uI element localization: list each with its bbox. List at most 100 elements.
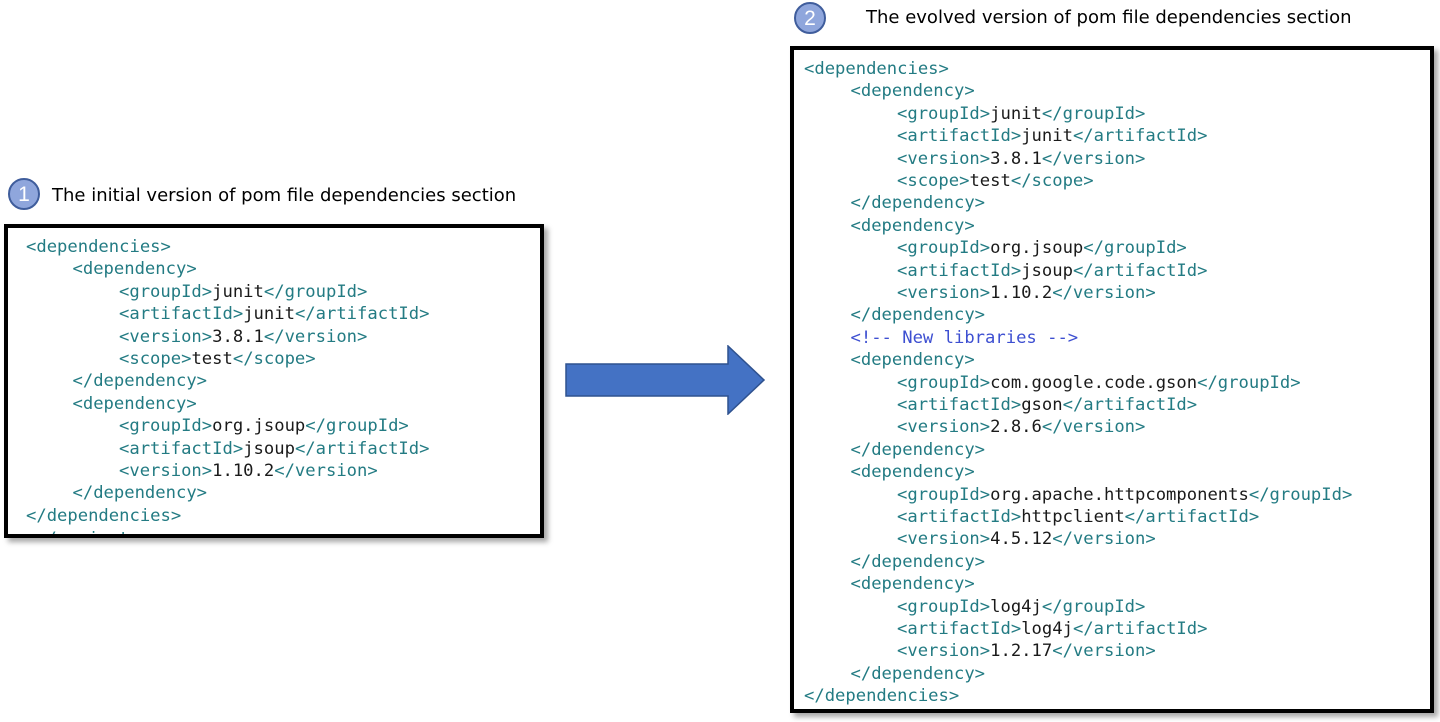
xml-tag: </dependency>	[850, 439, 986, 460]
xml-tag: </dependency>	[72, 371, 208, 392]
xml-tag: <dependency>	[72, 259, 197, 280]
code-line: <dependency>	[73, 393, 197, 415]
xml-tag: </dependency>	[850, 305, 986, 326]
code-line: <groupId>org.jsoup</groupId>	[897, 237, 1187, 259]
code-line: <groupId>org.apache.httpcomponents</grou…	[897, 484, 1352, 506]
code-line: <groupId>log4j</groupId>	[897, 596, 1145, 618]
code-line: <version>4.5.12</version>	[897, 528, 1156, 550]
xml-tag: </dependency>	[850, 663, 986, 684]
initial-pom-code-box: </project> <dependencies><dependency><gr…	[4, 224, 544, 538]
xml-tag: <artifactId>	[897, 619, 1022, 639]
xml-tag: <dependency>	[850, 81, 975, 102]
cut-off-line: </project>	[36, 528, 139, 534]
code-line: <dependency>	[851, 573, 975, 595]
code-line: <dependencies>	[26, 236, 171, 258]
xml-tag: </version>	[1052, 529, 1156, 550]
xml-tag: <groupId>	[897, 238, 991, 259]
xml-tag: </dependency>	[850, 551, 986, 572]
xml-tag: <artifactId>	[119, 304, 244, 325]
xml-tag: <groupId>	[119, 416, 213, 437]
xml-tag: </scope>	[232, 349, 316, 369]
xml-value: junit	[243, 304, 295, 325]
xml-value: 1.10.2	[990, 283, 1053, 303]
code-line: <version>1.2.17</version>	[897, 640, 1156, 662]
code-line: <artifactId>httpclient</artifactId>	[897, 506, 1259, 528]
code-line: <artifactId>gson</artifactId>	[897, 394, 1197, 416]
xml-value: 1.2.17	[990, 641, 1053, 662]
xml-tag: </dependencies>	[26, 505, 182, 526]
xml-tag: <artifactId>	[897, 507, 1022, 527]
xml-tag: <dependencies>	[804, 59, 949, 79]
xml-tag: </artifactId>	[1072, 126, 1208, 147]
xml-value: jsoup	[243, 438, 295, 459]
code-line: <dependency>	[851, 461, 975, 483]
xml-value: com.google.code.gson	[990, 372, 1198, 393]
code-line: <version>2.8.6</version>	[897, 416, 1145, 438]
code-line: <!-- New libraries -->	[851, 327, 1079, 349]
xml-tag: <artifactId>	[897, 395, 1022, 415]
xml-value: log4j	[990, 596, 1042, 617]
xml-tag: </version>	[274, 461, 378, 481]
xml-value: 2.8.6	[990, 417, 1042, 438]
xml-tag: </artifactId>	[294, 304, 430, 325]
xml-tag: <artifactId>	[897, 260, 1022, 281]
xml-tag: <version>	[897, 641, 991, 662]
code-line: </dependency>	[73, 482, 208, 504]
code-line: <version>1.10.2</version>	[119, 460, 378, 482]
xml-tag: </artifactId>	[294, 438, 430, 459]
xml-tag: <dependency>	[850, 215, 975, 236]
xml-value: test	[191, 349, 233, 369]
xml-tag: </dependencies>	[804, 686, 960, 707]
xml-value: org.jsoup	[212, 416, 306, 437]
xml-tag: <version>	[119, 461, 213, 481]
xml-value: httpclient	[1021, 507, 1125, 527]
code-line: <artifactId>junit</artifactId>	[119, 303, 429, 325]
code-line: <version>3.8.1</version>	[119, 326, 367, 348]
code-line: </dependencies>	[26, 505, 181, 527]
xml-tag: <version>	[897, 529, 991, 550]
code-line: <version>1.10.2</version>	[897, 282, 1156, 304]
code-line: </dependency>	[851, 192, 986, 214]
code-line: </dependency>	[73, 370, 208, 392]
xml-tag: </artifactId>	[1072, 260, 1208, 281]
right-arrow-icon	[565, 345, 765, 415]
xml-tag: </dependency>	[72, 483, 208, 504]
xml-tag: <dependency>	[72, 393, 197, 414]
xml-tag: </scope>	[1010, 171, 1094, 191]
code-line: <groupId>junit</groupId>	[897, 103, 1145, 125]
code-line: <scope>test</scope>	[897, 170, 1094, 192]
xml-tag: </artifactId>	[1124, 507, 1260, 527]
xml-value: org.apache.httpcomponents	[990, 484, 1249, 505]
xml-tag: <groupId>	[897, 484, 991, 505]
xml-tag: <groupId>	[897, 596, 991, 617]
xml-value: 3.8.1	[990, 148, 1042, 169]
step-1-badge: 1	[8, 178, 40, 210]
xml-tag: </version>	[1052, 283, 1156, 303]
evolved-pom-code-box: <dependencies><dependency><groupId>junit…	[790, 46, 1434, 713]
xml-tag: <version>	[897, 148, 991, 169]
xml-value: 4.5.12	[990, 529, 1053, 550]
xml-tag: <version>	[897, 283, 991, 303]
code-line: <artifactId>jsoup</artifactId>	[897, 260, 1207, 282]
code-line: <groupId>com.google.code.gson</groupId>	[897, 372, 1301, 394]
xml-tag: </artifactId>	[1062, 395, 1198, 415]
xml-tag: </groupId>	[263, 281, 368, 302]
xml-tag: <scope>	[119, 349, 192, 369]
xml-tag: </artifactId>	[1072, 619, 1208, 639]
code-line: <artifactId>log4j</artifactId>	[897, 618, 1207, 640]
left-caption: The initial version of pom file dependen…	[52, 185, 517, 206]
right-caption: The evolved version of pom file dependen…	[866, 7, 1352, 28]
xml-value: 3.8.1	[212, 326, 264, 347]
code-line: <groupId>junit</groupId>	[119, 281, 367, 303]
xml-tag: </version>	[1052, 641, 1156, 662]
xml-value: log4j	[1021, 619, 1073, 639]
xml-tag: <dependencies>	[26, 237, 171, 257]
xml-tag: </groupId>	[1248, 484, 1353, 505]
xml-tag: </version>	[263, 326, 368, 347]
xml-value: jsoup	[1021, 260, 1073, 281]
code-line: <groupId>org.jsoup</groupId>	[119, 415, 409, 437]
code-line: </dependency>	[851, 663, 986, 685]
xml-value: junit	[1021, 126, 1073, 147]
xml-tag: </version>	[1041, 417, 1146, 438]
code-line: <artifactId>jsoup</artifactId>	[119, 438, 429, 460]
